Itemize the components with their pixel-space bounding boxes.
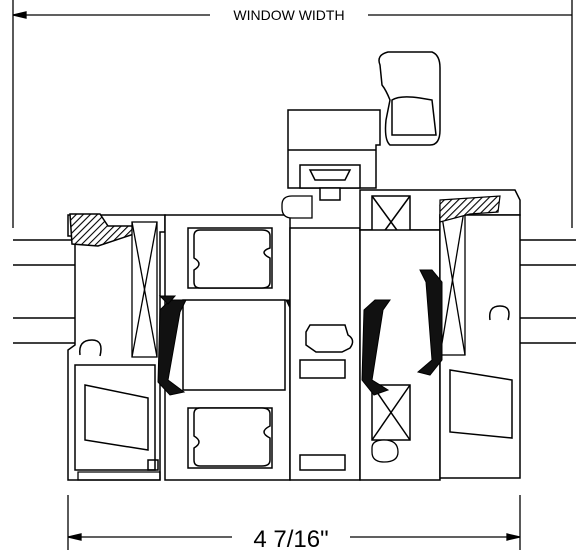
seal-right-top xyxy=(439,195,501,223)
bottom-dimension-label: 4 7/16" xyxy=(253,526,328,550)
top-dimension-label: WINDOW WIDTH xyxy=(233,7,344,23)
handle-lever xyxy=(378,51,441,146)
top-dim-arrow-left xyxy=(12,11,27,19)
center-connector xyxy=(289,227,361,481)
profile-left xyxy=(164,214,291,481)
bottom-dim-arrow-right xyxy=(506,533,521,541)
gasket-seals-right xyxy=(361,269,443,396)
bottom-dimension xyxy=(67,495,521,550)
fittings xyxy=(77,195,399,481)
gasket-right xyxy=(439,204,466,356)
gasket-left xyxy=(131,221,158,358)
top-dimension xyxy=(12,0,573,228)
bottom-dim-arrow-left xyxy=(67,533,82,541)
window-handle xyxy=(287,51,441,201)
